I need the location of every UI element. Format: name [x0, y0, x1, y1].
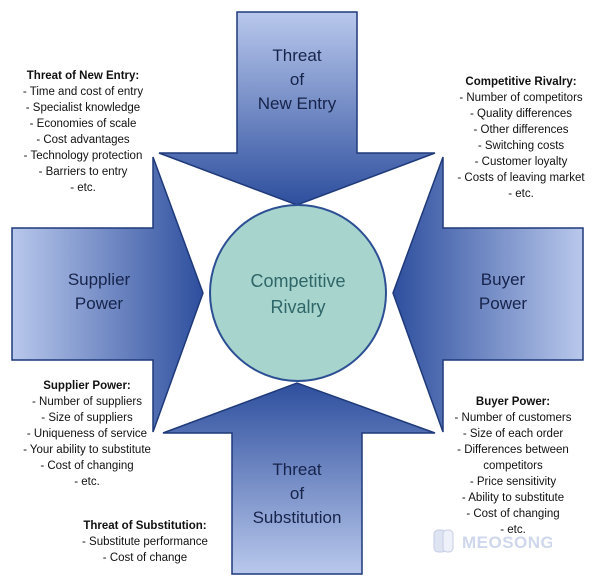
note-item: - Size of each order — [462, 428, 564, 440]
note-item: - Specialist knowledge — [25, 102, 141, 114]
note-item: - Cost of changing — [40, 460, 134, 472]
note-supplier-power: Supplier Power: - Number of suppliers - … — [12, 378, 162, 490]
note-item: competitors — [483, 460, 543, 472]
right-arrow-label: Buyer Power — [478, 270, 528, 313]
note-title: Competitive Rivalry: — [465, 76, 577, 88]
note-threat-of-substitution: Threat of Substitution: - Substitute per… — [70, 518, 220, 566]
note-item: - Price sensitivity — [469, 476, 557, 488]
note-item: - Number of customers — [454, 412, 572, 424]
top-arrow-label: Threat of New Entry — [257, 46, 337, 113]
watermark-icon — [442, 529, 454, 553]
watermark-text: MEOSONG — [462, 533, 552, 552]
left-arrow-label: Supplier Power — [67, 270, 131, 313]
note-title: Threat of New Entry: — [26, 70, 140, 82]
note-item: - Time and cost of entry — [22, 86, 144, 98]
note-item: - etc. — [70, 182, 96, 194]
note-item: - Switching costs — [477, 140, 565, 152]
note-item: - Technology protection — [23, 150, 143, 162]
note-item: - Differences between — [457, 444, 569, 456]
note-item: - Costs of leaving market — [457, 172, 585, 184]
left-arrow — [11, 156, 204, 433]
note-item: - Cost of change — [102, 552, 188, 564]
note-item: - etc. — [500, 524, 526, 536]
bottom-arrow — [162, 382, 436, 575]
center-circle-label: Competitive Rivalry — [250, 271, 346, 317]
note-item: - Cost of changing — [466, 508, 560, 520]
note-item: - Economies of scale — [29, 118, 137, 130]
note-item: - Substitute performance — [82, 536, 208, 548]
note-title: Threat of Substitution: — [83, 520, 207, 532]
note-item: - etc. — [74, 476, 100, 488]
note-item: - Uniqueness of service — [26, 428, 148, 440]
note-item: - Your ability to substitute — [23, 444, 151, 456]
note-title: Supplier Power: — [43, 380, 131, 392]
note-item: - Quality differences — [469, 108, 573, 120]
note-buyer-power: Buyer Power: - Number of customers - Siz… — [438, 394, 588, 538]
note-item: - Customer loyalty — [474, 156, 568, 168]
center-circle — [209, 204, 387, 382]
note-title: Buyer Power: — [475, 396, 551, 408]
note-item: - Number of suppliers — [32, 396, 142, 408]
watermark-logo: MEOSONG — [433, 529, 552, 553]
top-arrow — [158, 11, 436, 206]
right-arrow — [392, 156, 584, 433]
note-item: - Size of suppliers — [41, 412, 133, 424]
note-item: - Cost advantages — [36, 134, 130, 146]
note-item: - Barriers to entry — [38, 166, 128, 178]
note-item: - Number of competitors — [459, 92, 583, 104]
note-item: - etc. — [508, 188, 534, 200]
note-competitive-rivalry: Competitive Rivalry: - Number of competi… — [446, 74, 596, 202]
note-threat-of-new-entry: Threat of New Entry: - Time and cost of … — [8, 68, 158, 196]
note-item: - Other differences — [473, 124, 569, 136]
bottom-arrow-label: Threat of Substitution — [252, 460, 342, 527]
note-item: - Ability to substitute — [461, 492, 565, 504]
